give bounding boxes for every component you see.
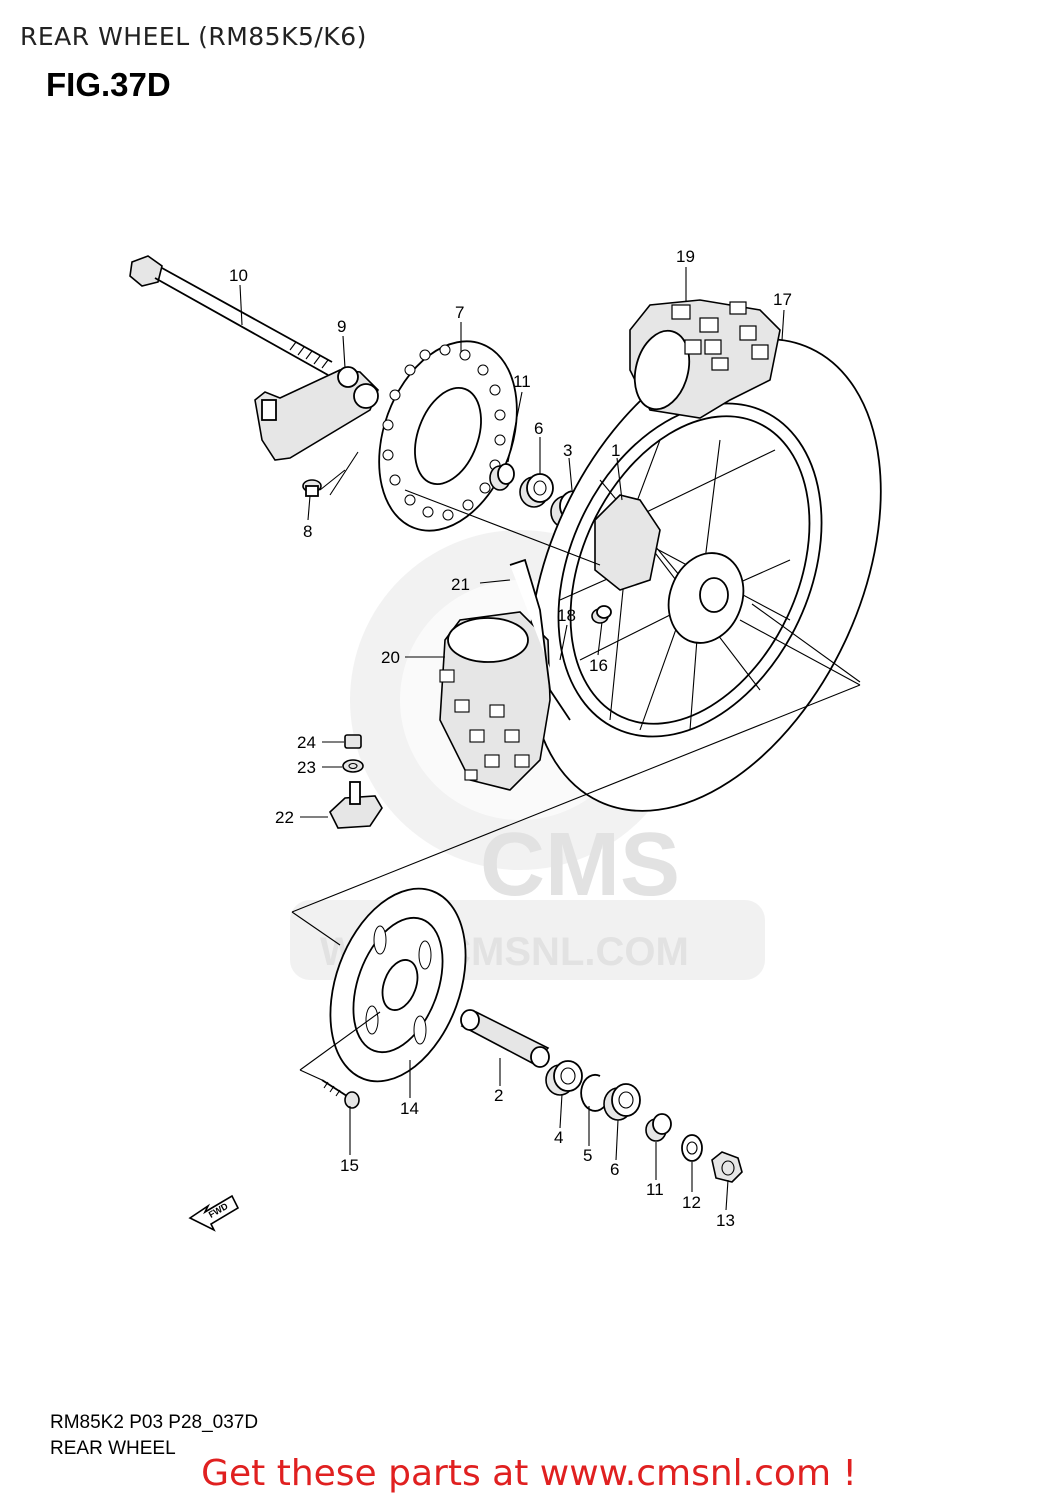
bearing-6-lower-part — [603, 1083, 641, 1121]
callout-24: 24 — [297, 733, 316, 752]
rim-lock-22-part — [329, 781, 383, 829]
callout-labels: 1 2 3 4 5 6 6 7 8 9 10 11 11 12 13 14 15… — [229, 247, 792, 1230]
circlip-5-part — [580, 1073, 609, 1112]
nut-18-part — [591, 605, 612, 624]
callout-7: 7 — [455, 303, 464, 322]
watermark-logo: CMS — [480, 815, 680, 915]
bearing-4-part — [545, 1060, 583, 1096]
axle-part — [129, 255, 333, 376]
callout-10: 10 — [229, 266, 248, 285]
callout-11-upper: 11 — [513, 372, 531, 391]
callout-9: 9 — [337, 317, 346, 336]
leader-lines — [239, 267, 785, 1211]
callout-15: 15 — [340, 1156, 359, 1175]
callout-1: 1 — [611, 441, 620, 460]
diagram-reference-code: RM85K2 P03 P28_037D — [50, 1412, 259, 1433]
fwd-arrow-icon: FWD — [188, 1194, 240, 1232]
bolt-15-part — [321, 1079, 360, 1109]
diagram-reference-name: REAR WHEEL — [50, 1438, 176, 1459]
rear-wheel-part — [528, 338, 882, 812]
tube-part — [509, 558, 571, 721]
callout-5: 5 — [583, 1146, 592, 1165]
callout-2: 2 — [494, 1086, 503, 1105]
assembly-lines — [291, 489, 861, 1081]
collar-11-upper-part — [489, 463, 515, 491]
callout-8: 8 — [303, 522, 312, 541]
callout-16: 16 — [589, 656, 608, 675]
tire-tread-part — [629, 299, 781, 419]
callout-4: 4 — [554, 1128, 563, 1147]
callout-12: 12 — [682, 1193, 701, 1212]
callout-6-upper: 6 — [534, 419, 543, 438]
spacer-2-part — [460, 1009, 550, 1068]
bearing-6-upper-part — [519, 473, 554, 508]
callout-11-lower: 11 — [646, 1180, 664, 1199]
washer-23-part — [342, 759, 364, 773]
callout-21: 21 — [451, 575, 470, 594]
callout-17: 17 — [773, 290, 792, 309]
sprocket-part — [329, 887, 467, 1083]
brake-disc-part — [378, 340, 518, 532]
callout-18: 18 — [557, 606, 576, 625]
collar-11-lower-part — [645, 1113, 672, 1142]
washer-12-part — [681, 1134, 703, 1162]
callout-6-lower: 6 — [610, 1160, 619, 1179]
callout-19: 19 — [676, 247, 695, 266]
callout-14: 14 — [400, 1099, 419, 1118]
callout-13: 13 — [716, 1211, 735, 1230]
nut-24-part — [344, 734, 362, 749]
callout-23: 23 — [297, 758, 316, 777]
callout-3: 3 — [563, 441, 572, 460]
callout-20: 20 — [381, 648, 400, 667]
callout-22: 22 — [275, 808, 294, 827]
bolt-8-part — [302, 451, 359, 497]
axle-nut-13-part — [711, 1151, 743, 1183]
figure-label: FIG.37D — [46, 66, 171, 103]
page-title: REAR WHEEL (RM85K5/K6) — [20, 22, 367, 51]
promo-link[interactable]: Get these parts at www.cmsnl.com ! — [201, 1453, 857, 1494]
chain-adjuster-part — [254, 366, 379, 461]
tire-section-part — [439, 611, 551, 791]
